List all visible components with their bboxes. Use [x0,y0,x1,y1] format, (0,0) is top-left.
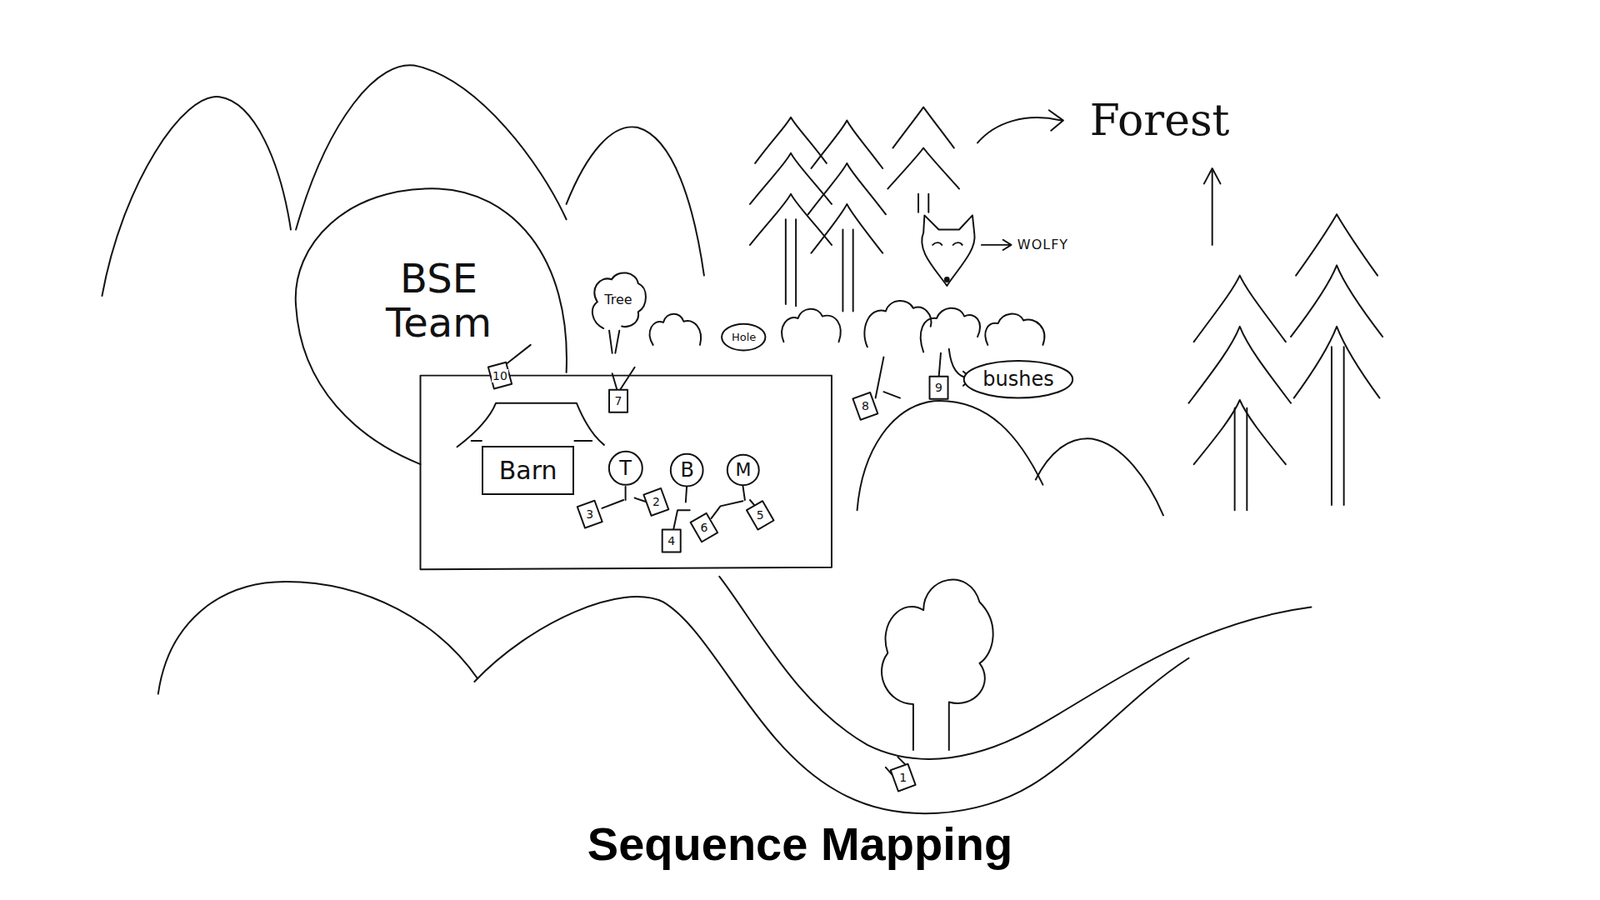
team-region: BSE Team [290,186,572,468]
callout-number: 10 [491,369,509,383]
node-text: B [680,459,694,481]
callout-number: 4 [666,534,676,548]
node-outline-shape [964,360,1073,399]
callout-number: 2 [651,495,661,509]
person-circle: B [670,453,704,487]
map-title: Sequence Mapping [0,818,1600,870]
animal-label: WOLFY [1017,238,1069,252]
region-label: Forest [1090,98,1230,142]
node-outline-shape [727,455,760,485]
callout-number: 8 [860,399,870,413]
tree-crown: Tree [589,269,649,330]
person-circle: T [608,450,644,486]
callout-number: 1 [898,770,908,785]
person-circle: M [726,454,760,486]
bushes-tag: bushes [961,360,1075,400]
callout-number: 3 [585,507,595,521]
callout-number: 6 [699,520,709,535]
hole-marker: Hole [720,323,767,351]
callout-number: 7 [614,394,624,408]
callout-number: 9 [934,380,944,395]
node-text: bushes [982,368,1054,390]
node-text: Tree [604,292,632,308]
node-text: Barn [499,456,558,485]
node-outline-shape [295,188,567,465]
node-text: M [735,460,752,480]
node-outline-shape [721,324,765,351]
node-text: T [619,457,632,480]
node-outline-shape [670,453,704,486]
node-text: BSE Team [367,256,510,345]
node-outline-shape [591,273,645,330]
node-outline-shape [609,451,643,485]
node-text: Hole [731,331,756,344]
barn-box: Barn [481,445,575,495]
callout-number: 5 [755,508,765,522]
